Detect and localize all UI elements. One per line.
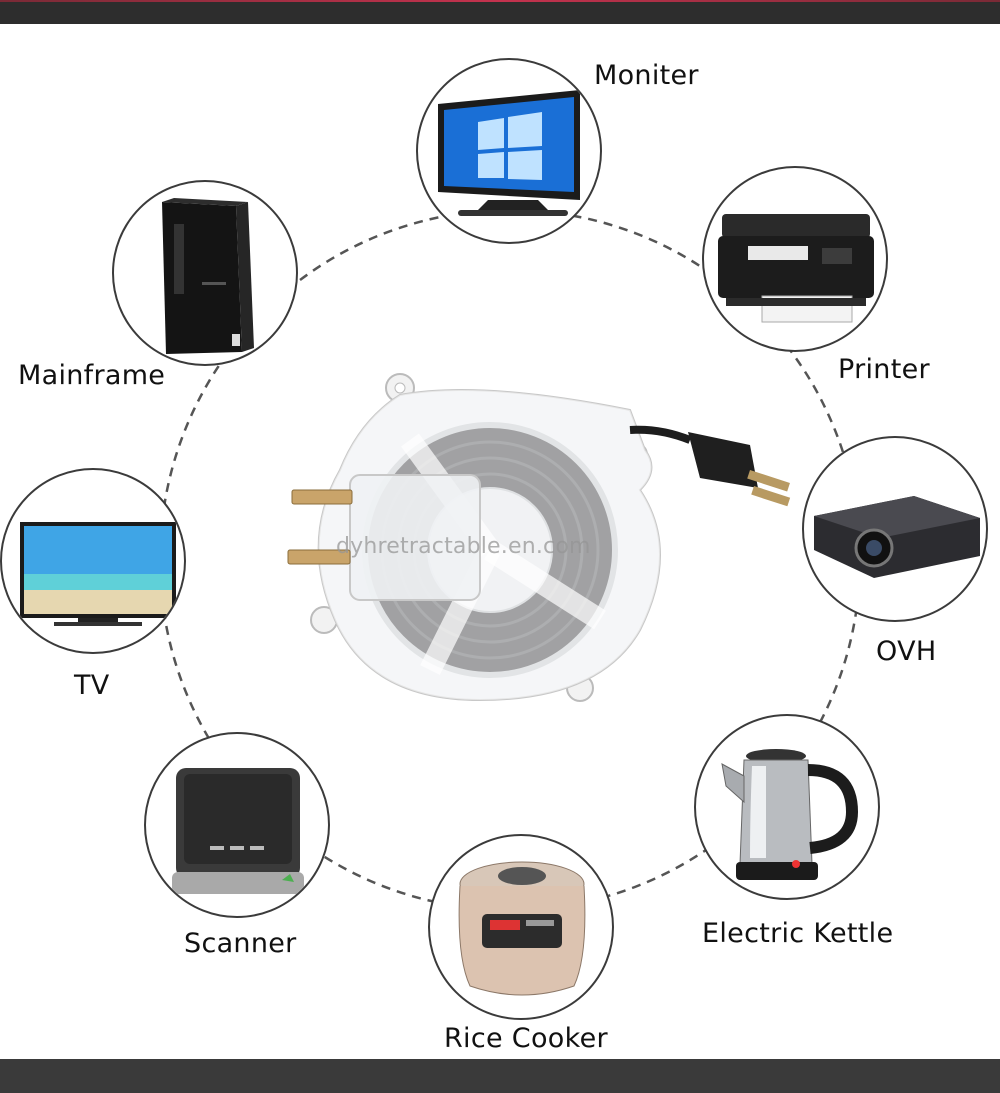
label-monitor: Moniter — [594, 60, 699, 91]
label-rice-cooker: Rice Cooker — [444, 1023, 608, 1054]
top-bar — [0, 0, 1000, 24]
kettle-circle — [694, 714, 880, 900]
monitor-circle — [416, 58, 602, 244]
retractable-cord-reel-icon — [287, 373, 791, 702]
label-ovh: OVH — [876, 636, 937, 667]
projector-icon — [814, 496, 980, 578]
label-kettle: Electric Kettle — [702, 918, 894, 949]
mainframe-circle — [112, 180, 298, 366]
ovh-circle — [802, 436, 988, 622]
printer-circle — [702, 166, 888, 352]
monitor-icon — [438, 90, 580, 216]
kettle-icon — [721, 749, 859, 880]
bottom-bar — [0, 1059, 1000, 1093]
tv-icon — [20, 522, 176, 626]
watermark-text: dyhretractable.en.com — [336, 534, 591, 559]
tv-circle — [0, 468, 186, 654]
label-printer: Printer — [838, 354, 930, 385]
rice-cooker-icon — [458, 861, 586, 996]
label-tv: TV — [74, 670, 110, 701]
scanner-circle — [144, 732, 330, 918]
rice-cooker-circle — [428, 834, 614, 1020]
scanner-icon — [172, 768, 304, 894]
printer-icon — [718, 214, 874, 323]
label-scanner: Scanner — [184, 928, 297, 959]
top-accent-line — [0, 0, 1000, 2]
label-mainframe: Mainframe — [18, 360, 166, 391]
pc-tower-icon — [162, 198, 254, 354]
